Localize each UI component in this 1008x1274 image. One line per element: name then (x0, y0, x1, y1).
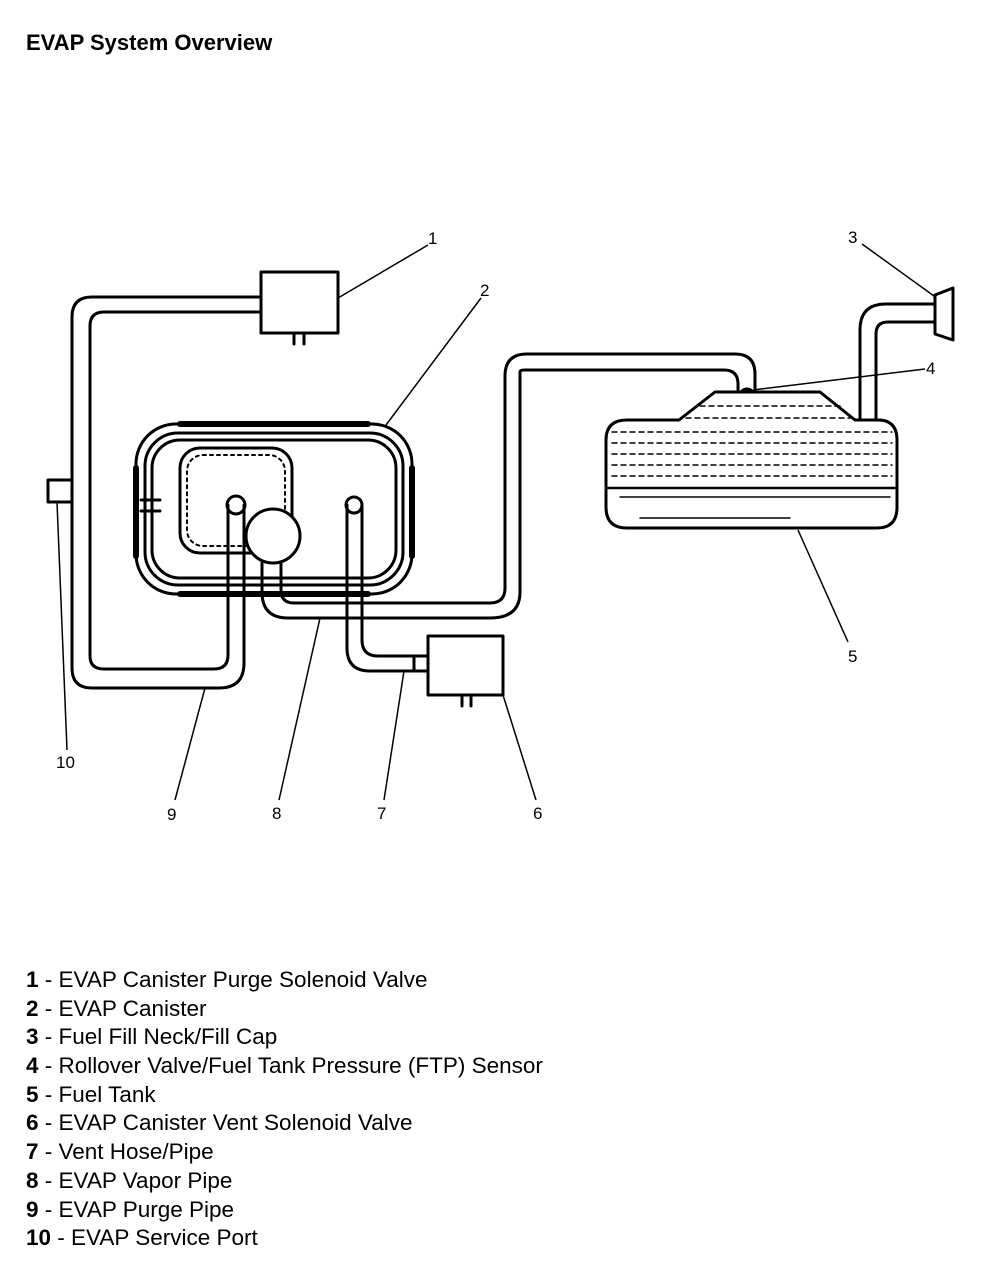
legend-label: Rollover Valve/Fuel Tank Pressure (FTP) … (58, 1053, 543, 1079)
legend-separator: - (38, 1139, 59, 1165)
leader-1 (337, 244, 429, 299)
leader-4 (752, 368, 926, 391)
callout-9: 9 (167, 805, 176, 824)
legend-separator: - (38, 1167, 59, 1193)
legend-label: Fuel Tank (58, 1081, 156, 1107)
legend-label: EVAP Service Port (71, 1225, 258, 1251)
callout-1: 1 (428, 229, 437, 248)
evap-canister (133, 421, 415, 597)
leader-9 (174, 687, 206, 801)
leader-6 (502, 694, 537, 801)
legend-separator: - (38, 967, 59, 992)
legend-number: 4 (26, 1053, 39, 1079)
legend-label: EVAP Vapor Pipe (58, 1167, 233, 1193)
evap-diagram: 1 2 3 4 5 6 7 8 9 10 (46, 228, 955, 824)
legend-label: EVAP Canister Vent Solenoid Valve (58, 1110, 413, 1136)
legend-number: 9 (26, 1196, 39, 1222)
legend-separator: - (38, 1053, 59, 1079)
leader-2 (385, 297, 482, 426)
legend-label: Vent Hose/Pipe (58, 1139, 214, 1165)
legend-separator: - (51, 1225, 72, 1251)
callout-3: 3 (848, 228, 857, 247)
callout-10: 10 (56, 753, 75, 772)
legend-separator: - (38, 1196, 59, 1222)
legend-item: 2 - EVAP Canister (26, 995, 543, 1024)
vent-solenoid-valve (426, 634, 505, 708)
callout-6: 6 (533, 804, 542, 823)
leader-5 (797, 529, 849, 643)
legend-label: EVAP Purge Pipe (58, 1196, 235, 1222)
legend-label: EVAP Canister (58, 995, 207, 1021)
service-port (46, 478, 74, 504)
legend-number: 6 (26, 1110, 39, 1136)
page-title: EVAP System Overview (26, 30, 273, 55)
legend-separator: - (38, 1081, 59, 1107)
legend-item: 7 - Vent Hose/Pipe (26, 1138, 543, 1167)
legend-number: 7 (26, 1139, 39, 1165)
legend-number: 8 (26, 1167, 39, 1193)
legend-separator: - (38, 1110, 59, 1136)
legend-item: 3 - Fuel Fill Neck/Fill Cap (26, 1023, 543, 1052)
legend-item: 6 - EVAP Canister Vent Solenoid Valve (26, 1109, 543, 1138)
legend-number: 1 (26, 967, 39, 992)
callout-5: 5 (848, 647, 857, 666)
legend-item: 1 - EVAP Canister Purge Solenoid Valve (26, 966, 543, 995)
fuel-tank (604, 390, 899, 530)
leader-10 (56, 501, 68, 751)
callout-2: 2 (480, 281, 489, 300)
legend: 1 - EVAP Canister Purge Solenoid Valve 2… (26, 966, 543, 1253)
purge-pipe (70, 295, 263, 690)
legend-number: 10 (26, 1225, 52, 1251)
vent-hose (344, 495, 430, 673)
legend-item: 9 - EVAP Purge Pipe (26, 1196, 543, 1225)
leader-8 (278, 617, 321, 801)
legend-label: Fuel Fill Neck/Fill Cap (58, 1024, 278, 1050)
legend-item: 10 - EVAP Service Port (26, 1224, 543, 1253)
leader-7 (383, 670, 405, 801)
purge-solenoid-valve (259, 270, 340, 346)
callout-8: 8 (272, 804, 281, 823)
legend-item: 4 - Rollover Valve/Fuel Tank Pressure (F… (26, 1052, 543, 1081)
legend-number: 3 (26, 1024, 39, 1050)
legend-number: 2 (26, 995, 39, 1021)
legend-number: 5 (26, 1081, 39, 1107)
legend-item: 8 - EVAP Vapor Pipe (26, 1167, 543, 1196)
leader-3 (861, 243, 935, 297)
legend-separator: - (38, 995, 59, 1021)
legend-label: EVAP Canister Purge Solenoid Valve (58, 967, 428, 992)
callout-4: 4 (926, 359, 935, 378)
callout-7: 7 (377, 804, 386, 823)
legend-item: 5 - Fuel Tank (26, 1081, 543, 1110)
legend-separator: - (38, 1024, 59, 1050)
fuel-fill-neck (858, 286, 955, 422)
